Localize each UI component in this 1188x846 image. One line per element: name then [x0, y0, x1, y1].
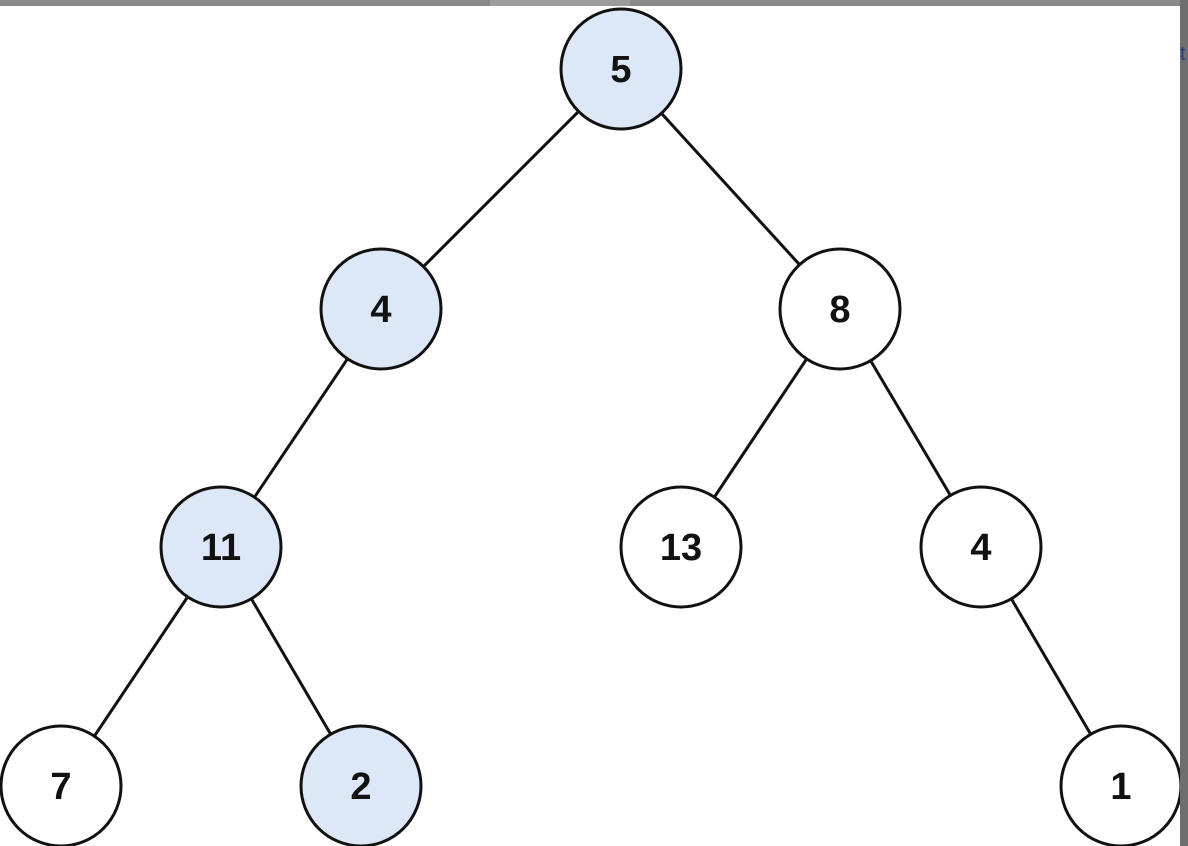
- highlighted-node-circle: [159, 485, 283, 609]
- tree-edge: [422, 110, 580, 268]
- highlighted-node-circle: [319, 247, 443, 371]
- tree-edges: [93, 110, 1092, 737]
- window-frame-tab: [490, 0, 630, 6]
- tree-node: 11: [159, 485, 283, 609]
- tree-node: 5: [559, 7, 683, 131]
- node-circle: [0, 724, 123, 846]
- tree-node: 8: [778, 247, 902, 371]
- node-label: 7: [50, 766, 71, 808]
- node-label: 8: [829, 289, 850, 331]
- node-label: 5: [610, 49, 631, 91]
- node-label: 11: [201, 527, 241, 569]
- node-label: 4: [370, 289, 391, 331]
- tree-edge: [253, 357, 349, 499]
- node-circle: [919, 485, 1043, 609]
- tree-node: 4: [319, 247, 443, 371]
- node-label: 13: [660, 527, 702, 569]
- highlighted-node-circle: [299, 724, 423, 846]
- tree-node: 13: [619, 485, 743, 609]
- tree-node: 1: [1059, 724, 1180, 846]
- node-label: 2: [350, 766, 371, 808]
- tree-edge: [713, 358, 808, 498]
- node-label: 1: [1110, 766, 1131, 808]
- tree-nodes: 5 4 8 11 13 4 7 2 1: [0, 7, 1180, 846]
- tree-edge: [93, 596, 189, 737]
- tree-edge: [1010, 598, 1092, 735]
- window-frame-right: [1180, 0, 1188, 846]
- node-circle: [619, 485, 743, 609]
- clipped-text-fragment: t: [1180, 44, 1186, 64]
- tree-node: 7: [0, 724, 123, 846]
- tree-edge: [250, 598, 332, 735]
- node-circle: [778, 247, 902, 371]
- tree-node: 2: [299, 724, 423, 846]
- node-circle: [1059, 724, 1180, 846]
- tree-edge: [660, 112, 801, 266]
- highlighted-node-circle: [559, 7, 683, 131]
- tree-edge: [869, 359, 952, 497]
- tree-node: 4: [919, 485, 1043, 609]
- node-label: 4: [970, 527, 991, 569]
